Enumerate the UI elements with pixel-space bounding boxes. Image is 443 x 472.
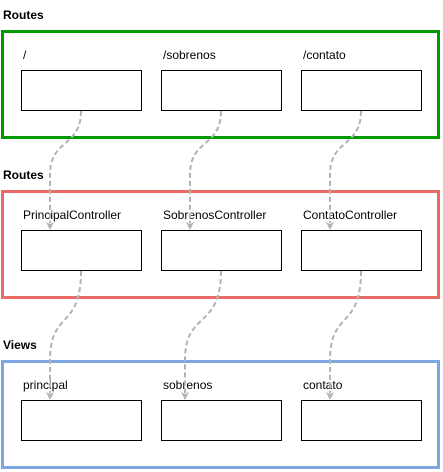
route-label-sobrenos: /sobrenos — [163, 48, 216, 62]
route-label-contato: /contato — [303, 48, 346, 62]
controller-node-contato[interactable] — [301, 230, 422, 271]
controller-label-contato: ContatoController — [303, 208, 398, 222]
route-node-root[interactable] — [21, 70, 142, 111]
controller-node-principal[interactable] — [21, 230, 142, 271]
view-label-contato: contato — [303, 378, 343, 392]
view-label-sobrenos: sobrenos — [163, 378, 213, 392]
view-node-principal[interactable] — [21, 400, 142, 441]
view-node-contato[interactable] — [301, 400, 422, 441]
controller-node-sobrenos[interactable] — [161, 230, 282, 271]
controller-label-sobrenos: SobrenosController — [163, 208, 267, 222]
route-node-sobrenos[interactable] — [161, 70, 282, 111]
section-title-views: Views — [3, 338, 37, 352]
view-label-principal: principal — [23, 378, 68, 392]
route-node-contato[interactable] — [301, 70, 422, 111]
section-title-routes: Routes — [3, 8, 44, 22]
section-title-controllers: Routes — [3, 168, 44, 182]
view-node-sobrenos[interactable] — [161, 400, 282, 441]
route-label-root: / — [23, 48, 27, 62]
controller-label-principal: PrincipalController — [23, 208, 122, 222]
